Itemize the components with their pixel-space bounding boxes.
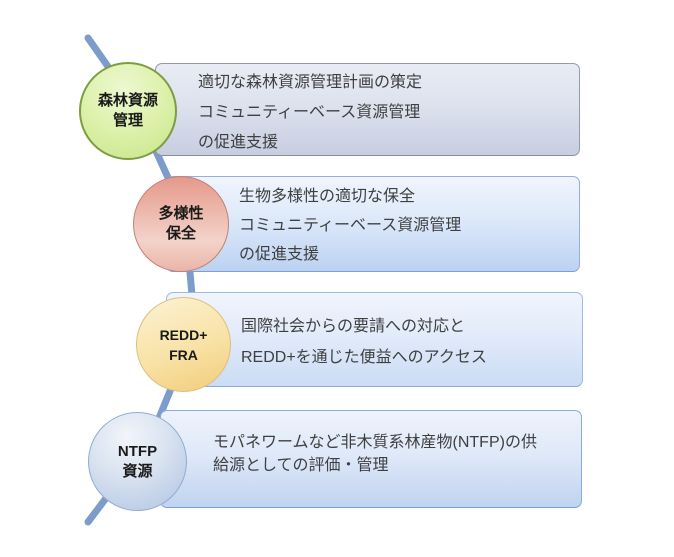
circle-label-line: FRA [169, 346, 198, 363]
circle-forest-resource-management: 森林資源 管理 [79, 62, 177, 160]
circle-biodiversity-conservation: 多様性 保全 [133, 176, 229, 272]
box-text-line: 適切な森林資源管理計画の策定 [198, 74, 423, 91]
circle-label-line: 資源 [122, 462, 153, 480]
box-text-line: 国際社会からの要請への対応と [241, 318, 466, 335]
box-text-line: REDD+を通じた便益へのアクセス [241, 349, 487, 366]
circle-label-line: 多様性 [158, 205, 204, 222]
box-text-line: コミュニティーベース資源管理 [239, 217, 462, 234]
circle-redd-fra: REDD+ FRA [136, 297, 231, 392]
circle-ntfp-resources: NTFP 資源 [88, 412, 187, 511]
box-text-line: の促進支援 [198, 134, 279, 151]
box-ntfp-resources: モパネワームなど非木質系林産物(NTFP)の供 給源としての評価・管理 [160, 410, 582, 508]
circle-label-line: REDD+ [159, 326, 208, 343]
box-text-line: の促進支援 [239, 246, 320, 263]
circle-label-line: 保全 [165, 225, 196, 242]
box-text-line: 生物多様性の適切な保全 [239, 188, 416, 205]
box-text-line: モパネワームなど非木質系林産物(NTFP)の供 [213, 434, 537, 451]
circle-label-line: 森林資源 [97, 92, 158, 109]
box-text-line: コミュニティーベース資源管理 [198, 104, 421, 121]
box-forest-resource-management: 適切な森林資源管理計画の策定 コミュニティーベース資源管理 の促進支援 [155, 63, 580, 156]
circle-label-line: 管理 [112, 112, 143, 129]
box-text-line: 給源としての評価・管理 [213, 457, 389, 474]
circle-label-line: NTFP [117, 442, 158, 460]
box-redd-fra: 国際社会からの要請への対応と REDD+を通じた便益へのアクセス [166, 292, 583, 387]
